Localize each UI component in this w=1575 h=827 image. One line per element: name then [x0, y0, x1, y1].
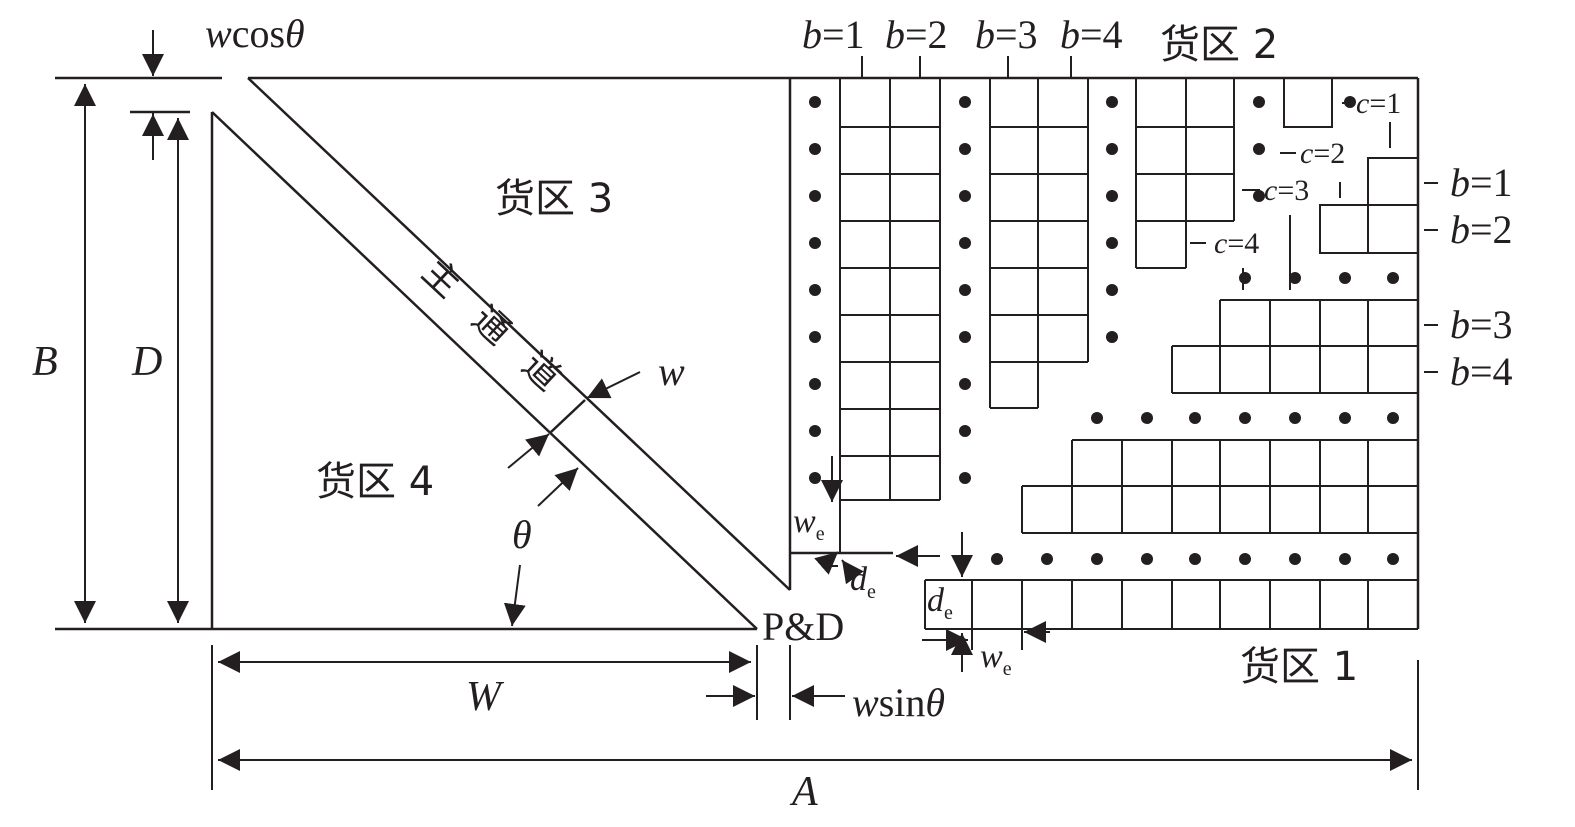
dimension-lines	[74, 30, 1419, 790]
svg-text:b=3: b=3	[975, 12, 1038, 57]
svg-text:b=1: b=1	[802, 12, 865, 57]
svg-text:b=3: b=3	[1450, 302, 1513, 347]
top-b-labels: b=1 b=2 b=3 b=4	[802, 12, 1123, 57]
zone1-rack-right-b1-b2	[1319, 157, 1418, 254]
wcos-theta-label: wcosθ	[205, 11, 305, 56]
svg-text:c=1: c=1	[1356, 87, 1401, 120]
zone-4-label: 货区 4	[316, 459, 434, 505]
svg-text:b=1: b=1	[1450, 160, 1513, 205]
dim-D-label: D	[131, 339, 162, 385]
wsin-theta-label: wsinθ	[852, 680, 945, 725]
zone2-rack-b3-b4	[989, 78, 1089, 409]
de-row-label: de	[927, 582, 953, 624]
zone-2-label: 货区 2	[1160, 22, 1278, 68]
we-row-label: we	[980, 638, 1012, 680]
we-column-label: we	[793, 503, 825, 545]
svg-text:b=2: b=2	[885, 12, 948, 57]
warehouse-outline	[55, 76, 1420, 631]
svg-text:c=2: c=2	[1300, 137, 1345, 170]
label-leader-lines	[861, 56, 1438, 373]
dim-W-label: W	[466, 674, 505, 720]
zone1-rack-right-b3-b4	[1171, 299, 1418, 394]
zone1-rack-bottom-row	[924, 579, 1418, 630]
svg-text:道: 道	[514, 345, 568, 400]
right-b-labels: b=1 b=2 b=3 b=4	[1450, 160, 1513, 394]
svg-text:c=4: c=4	[1214, 227, 1259, 260]
zone1-rack-lower	[1021, 439, 1418, 534]
zone-3-label: 货区 3	[495, 176, 613, 222]
svg-text:b=4: b=4	[1060, 12, 1123, 57]
zone2-rack-upper-right	[1135, 78, 1333, 269]
svg-text:主: 主	[414, 252, 468, 307]
svg-text:b=4: b=4	[1450, 349, 1513, 394]
svg-text:b=2: b=2	[1450, 207, 1513, 252]
c-labels: c=1 c=2 c=3 c=4	[1214, 87, 1401, 260]
dim-A-label: A	[789, 769, 818, 815]
svg-text:c=3: c=3	[1264, 174, 1309, 207]
theta-angle-label: θ	[512, 512, 532, 557]
pd-point-label: P&D	[762, 604, 844, 649]
zone2-rack-b1-b2	[839, 78, 941, 553]
svg-text:通: 通	[464, 299, 518, 354]
zone-1-label: 货区 1	[1240, 644, 1358, 690]
dim-B-label: B	[32, 339, 58, 385]
aisle-width-label: w	[658, 349, 685, 394]
de-column-label: de	[850, 561, 876, 603]
